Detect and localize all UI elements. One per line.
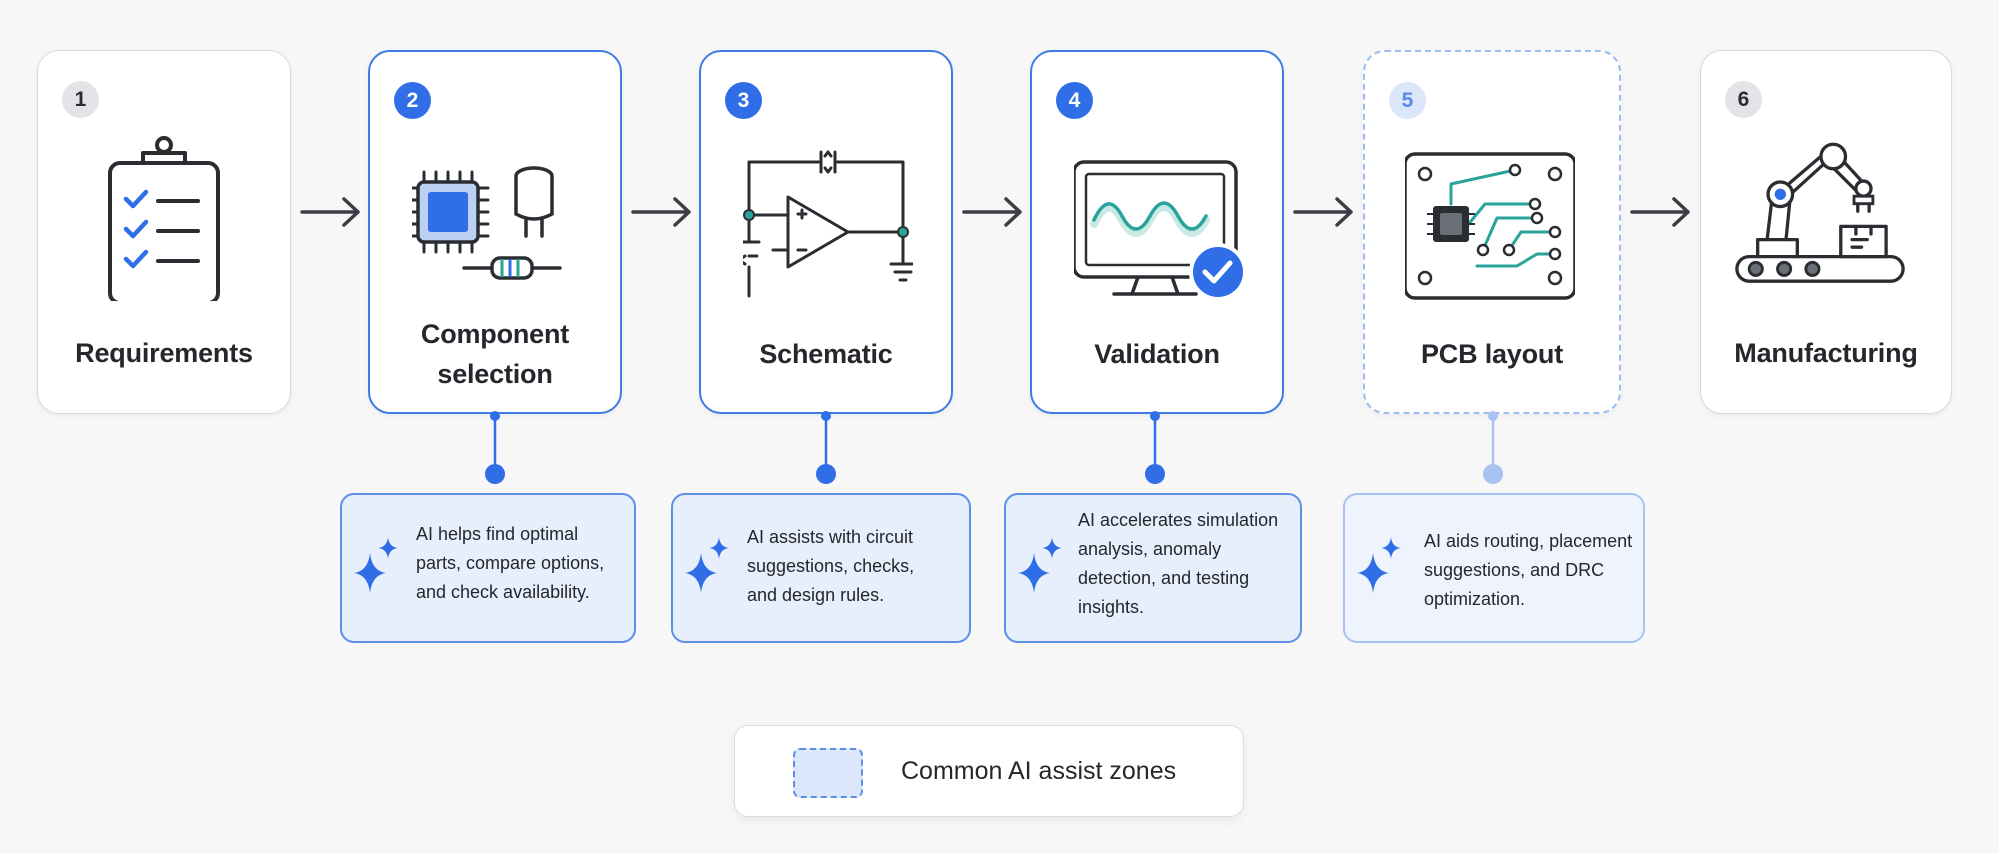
note-line: optimization.	[1424, 589, 1526, 609]
connector-step-4	[1145, 411, 1165, 484]
legend-label: Common AI assist zones	[901, 757, 1177, 785]
arrow-right-icon	[1630, 197, 1690, 227]
step-number-badge: 5	[1389, 82, 1426, 119]
legend: Common AI assist zones	[734, 725, 1244, 817]
step-title: Schematic	[759, 339, 893, 369]
step-title: PCB layout	[1420, 339, 1564, 369]
step-card-requirements: 1 Requirements	[37, 50, 291, 414]
step-card-pcb-layout: 5 PCB layout	[1363, 50, 1621, 414]
note-line: and design rules.	[747, 585, 885, 605]
note-line: AI aids routing, placement	[1424, 531, 1633, 551]
note-line: parts, compare options,	[416, 553, 605, 573]
ai-note-validation: AI accelerates simulation analysis, anom…	[1004, 493, 1302, 643]
legend-swatch	[793, 748, 863, 798]
monitor-waveform-check-icon	[1074, 160, 1244, 301]
sparkle-icon	[354, 537, 398, 593]
sparkle-icon	[1018, 537, 1062, 593]
ai-note-component-selection: AI helps find optimal parts, compare opt…	[340, 493, 636, 643]
step-number-badge: 3	[725, 82, 762, 119]
step-number-badge: 4	[1056, 82, 1093, 119]
connector-step-5	[1483, 411, 1503, 484]
opamp-schematic-icon	[743, 150, 913, 298]
pcb-board-icon	[1405, 152, 1575, 300]
step-number-badge: 2	[394, 82, 431, 119]
robot-arm-conveyor-icon	[1735, 142, 1905, 283]
arrow-right-icon	[300, 197, 360, 227]
step-card-component-selection: 2 Component selection	[368, 50, 622, 414]
step-title: Manufacturing	[1734, 338, 1918, 368]
connector-step-2	[485, 411, 505, 484]
step-card-validation: 4 Validation	[1030, 50, 1284, 414]
step-number-badge: 6	[1725, 81, 1762, 118]
step-card-manufacturing: 6	[1700, 50, 1952, 414]
step-title-line2: selection	[437, 359, 553, 389]
clipboard-checklist-icon	[108, 136, 220, 301]
sparkle-icon	[685, 537, 729, 593]
arrow-right-icon	[1293, 197, 1353, 227]
connector-step-3	[816, 411, 836, 484]
arrow-right-icon	[962, 197, 1022, 227]
note-line: analysis, anomaly	[1078, 539, 1222, 559]
note-line: insights.	[1078, 597, 1145, 617]
ai-note-pcb-layout: AI aids routing, placement suggestions, …	[1343, 493, 1645, 643]
note-line: detection, and testing	[1078, 568, 1250, 588]
sparkle-icon	[1357, 537, 1401, 593]
chip-capacitor-resistor-icon	[412, 166, 562, 280]
step-number-badge: 1	[62, 81, 99, 118]
note-line: suggestions, checks,	[747, 556, 915, 576]
ai-note-schematic: AI assists with circuit suggestions, che…	[671, 493, 971, 643]
step-card-schematic: 3	[699, 50, 953, 414]
step-title: Requirements	[75, 338, 253, 368]
arrow-right-icon	[631, 197, 691, 227]
note-line: AI accelerates simulation	[1078, 510, 1279, 530]
note-line: suggestions, and DRC	[1424, 560, 1605, 580]
step-title: Validation	[1094, 339, 1220, 369]
step-title-line1: Component	[420, 319, 570, 349]
note-line: AI helps find optimal	[416, 524, 579, 544]
note-line: and check availability.	[416, 582, 590, 602]
note-line: AI assists with circuit	[747, 527, 914, 547]
